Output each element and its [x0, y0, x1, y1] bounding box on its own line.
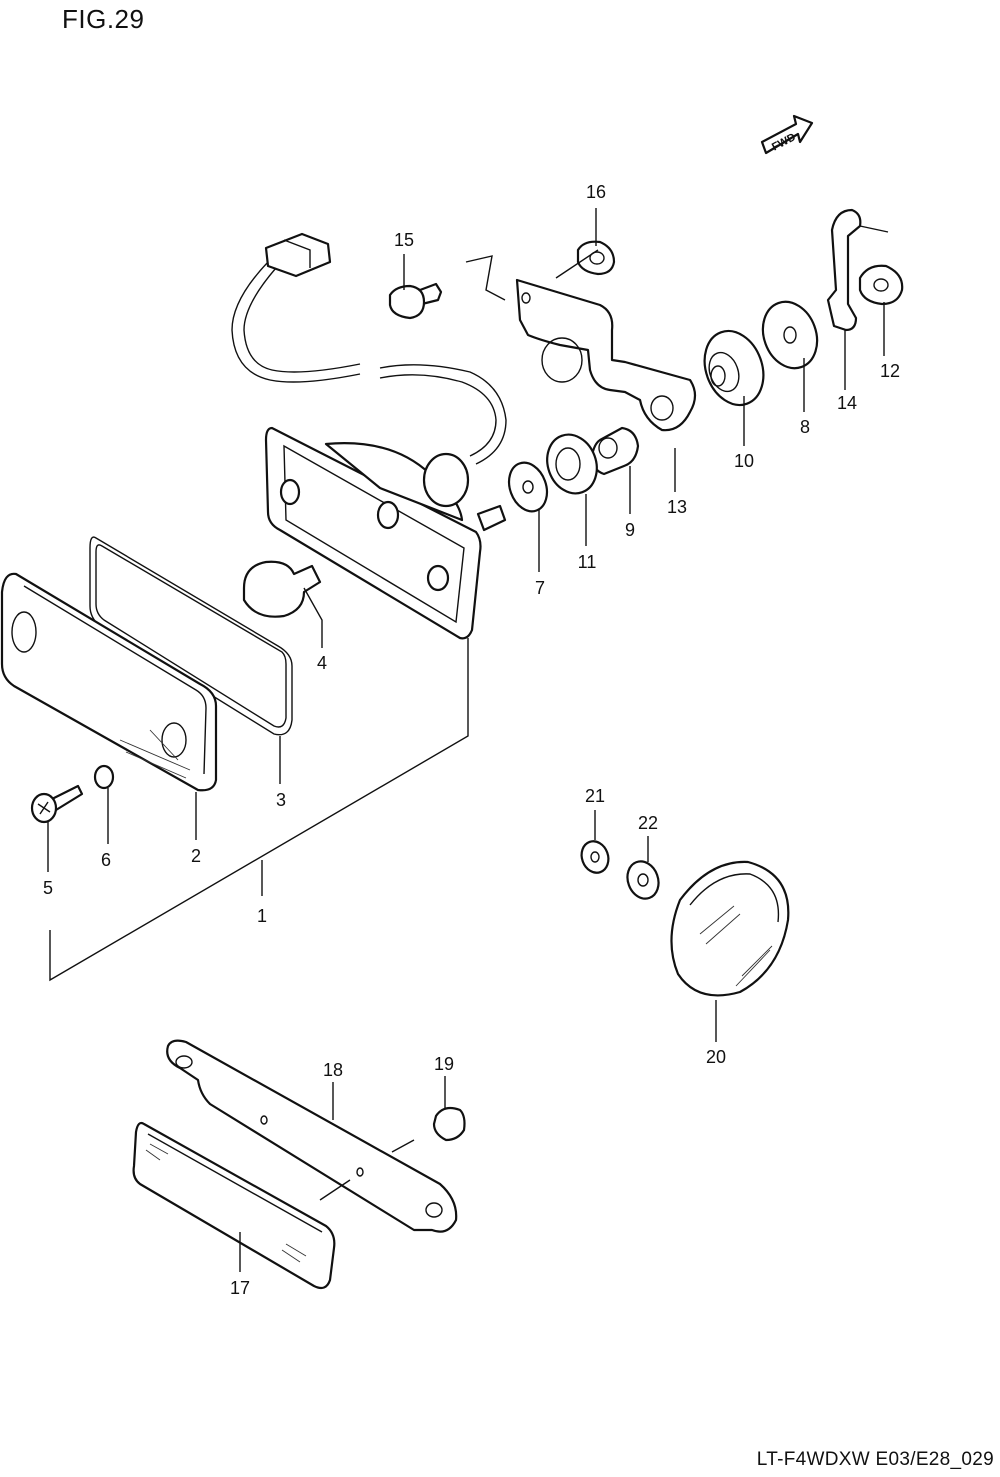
- part-20-round-reflector: [670, 860, 790, 997]
- leader-lines: [47, 208, 885, 1272]
- callout-22: 22: [638, 813, 658, 833]
- part-22-washer: [626, 860, 660, 900]
- callout-1: 1: [257, 906, 267, 926]
- part-5-screw: [30, 784, 84, 824]
- callout-3: 3: [276, 790, 286, 810]
- part-10-grommet: [703, 329, 765, 407]
- part-6-washer: [93, 764, 115, 790]
- callout-8: 8: [800, 417, 810, 437]
- callout-19: 19: [434, 1054, 454, 1074]
- callout-20: 20: [706, 1047, 726, 1067]
- part-11-bushing: [546, 433, 598, 495]
- callout-15: 15: [394, 230, 414, 250]
- part-17-rect-reflector: [132, 1121, 336, 1290]
- part-15-bolt: [388, 282, 443, 320]
- part-19-nut: [432, 1106, 466, 1142]
- callout-21: 21: [585, 786, 605, 806]
- callout-7: 7: [535, 578, 545, 598]
- callout-16: 16: [586, 182, 606, 202]
- callout-11: 11: [578, 552, 597, 572]
- wire-harness: [231, 232, 507, 465]
- callout-12: 12: [880, 361, 900, 381]
- callout-10: 10: [734, 451, 754, 471]
- part-2-lens: [0, 572, 218, 792]
- part-3-gasket: [89, 536, 293, 736]
- part-8-washer: [761, 300, 819, 370]
- callout-6: 6: [101, 850, 111, 870]
- fwd-arrow-icon: FWD: [760, 114, 814, 155]
- callout-18: 18: [323, 1060, 343, 1080]
- callout-4: 4: [317, 653, 327, 673]
- drawing-code: LT-F4WDXW E03/E28_029: [756, 1449, 994, 1470]
- callout-2: 2: [191, 846, 201, 866]
- callout-14: 14: [837, 393, 857, 413]
- part-9-spacer: [590, 426, 640, 476]
- callout-9: 9: [625, 520, 635, 540]
- callout-5: 5: [43, 878, 53, 898]
- callout-17: 17: [230, 1278, 250, 1298]
- part-13-bracket: [465, 255, 697, 432]
- figure-title: FIG.29: [62, 4, 145, 34]
- callout-13: 13: [667, 497, 687, 517]
- callout-labels: 1 2 3 4 5 6 7 8 9 10 11 12 13 14 15 16 1…: [43, 182, 900, 1298]
- part-16-nut: [576, 240, 616, 276]
- part-12-nut: [858, 264, 904, 306]
- part-21-washer: [580, 840, 610, 874]
- part-18-plate-bracket: [166, 1039, 458, 1233]
- part-4-bulb: [242, 560, 322, 618]
- part-7-washer: [507, 461, 549, 513]
- part-14-strap: [826, 208, 889, 332]
- part-1-lamp-housing: [264, 426, 507, 640]
